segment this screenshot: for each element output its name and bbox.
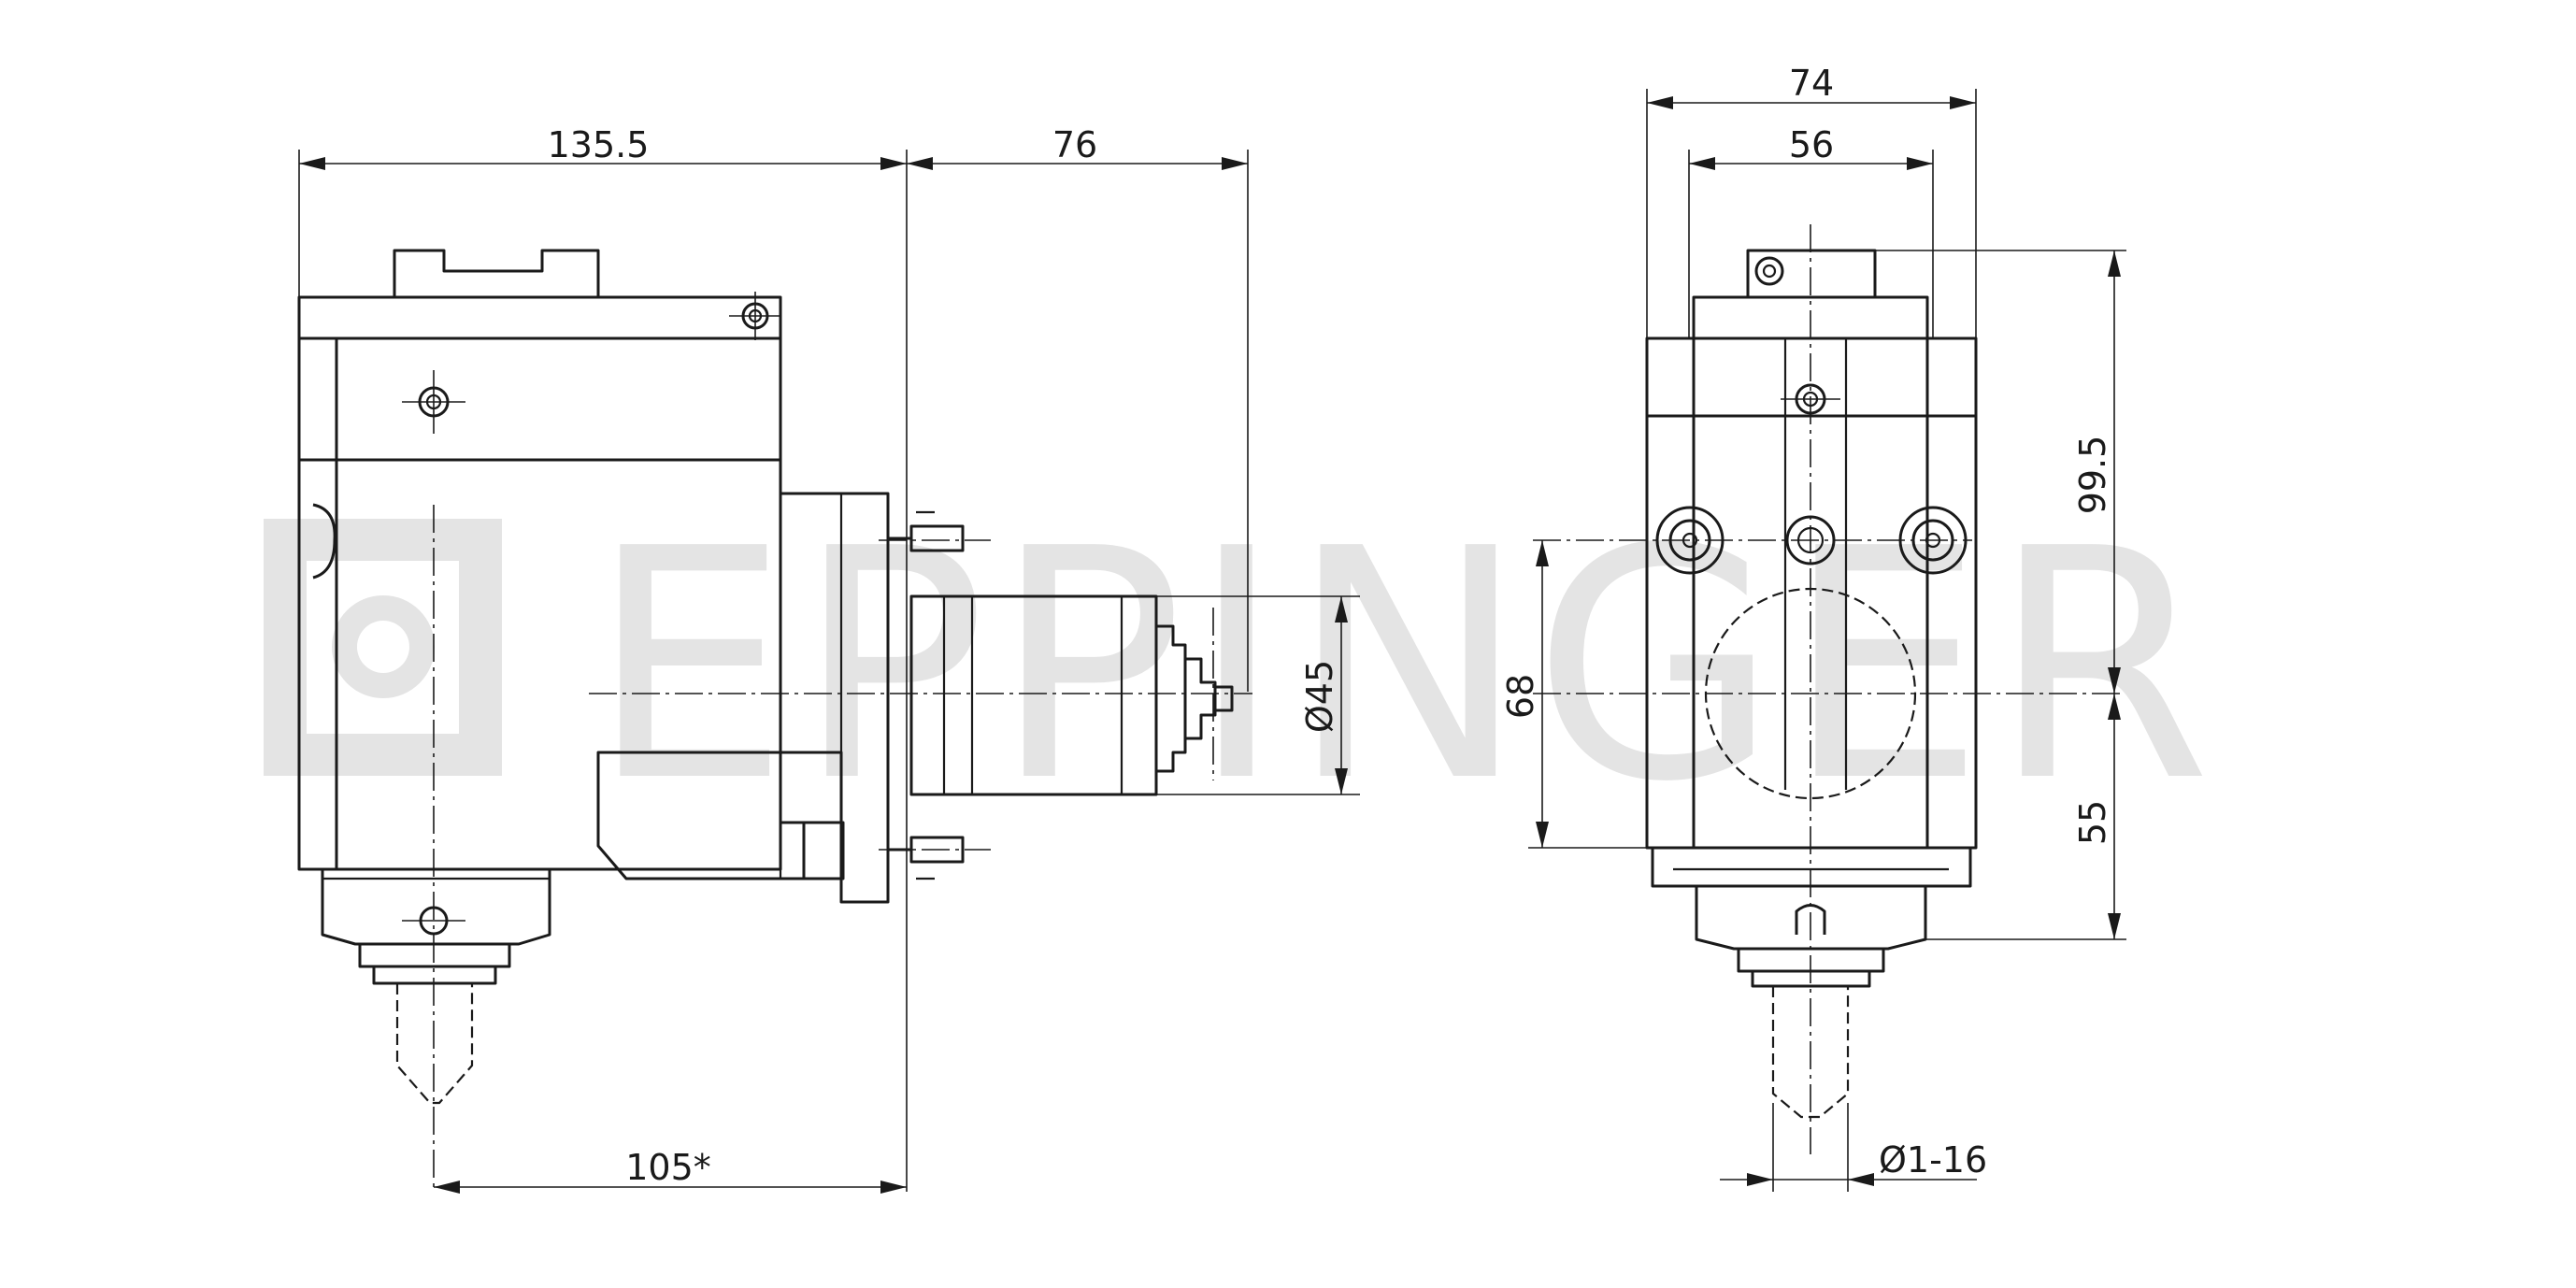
side-angle-block bbox=[596, 751, 843, 880]
side-view: 135.5 76 Ø45 105* bbox=[297, 124, 1360, 1194]
dimension-label: 99.5 bbox=[2072, 436, 2113, 515]
watermark-text: EPPINGER bbox=[589, 481, 2217, 852]
dimension-99-5: 99.5 bbox=[1776, 250, 2126, 694]
front-view: 74 56 99.5 55 bbox=[1500, 63, 2126, 1192]
dimension-55: 55 bbox=[1925, 694, 2126, 940]
dimension-135-5: 135.5 bbox=[298, 124, 908, 1192]
dimension-label: Ø45 bbox=[1299, 660, 1340, 733]
dimension-label: 68 bbox=[1500, 674, 1541, 719]
front-bottom-flange bbox=[1651, 848, 1972, 888]
eppinger-watermark: EPPINGER bbox=[264, 481, 2217, 852]
dimension-56: 56 bbox=[1688, 124, 1934, 338]
dimension-label: 76 bbox=[1052, 124, 1097, 165]
dimension-label: 74 bbox=[1789, 63, 1834, 104]
side-top-key bbox=[393, 249, 600, 297]
screw-icon bbox=[402, 370, 465, 434]
side-lug bbox=[312, 503, 336, 580]
dimension-105: 105* bbox=[434, 1147, 907, 1194]
side-nut bbox=[358, 942, 511, 968]
screw-icon bbox=[1754, 256, 1784, 286]
side-top-cap bbox=[297, 295, 782, 338]
screw-icon bbox=[729, 292, 781, 340]
side-spindle-collar bbox=[1156, 624, 1187, 773]
dimension-label: 56 bbox=[1789, 124, 1834, 165]
dimension-74: 74 bbox=[1646, 63, 1977, 338]
stud-upper bbox=[888, 510, 965, 552]
dimension-76: 76 bbox=[907, 124, 1249, 692]
dimension-label: 55 bbox=[2072, 800, 2113, 845]
dimension-diameter-1-16: Ø1-16 bbox=[1720, 1103, 1987, 1192]
side-tool-outline bbox=[395, 983, 474, 1105]
dimension-label: 135.5 bbox=[548, 124, 650, 165]
front-housing bbox=[1645, 336, 1978, 850]
side-spindle-body bbox=[909, 594, 1158, 796]
dimension-label: 105* bbox=[625, 1147, 711, 1188]
dimension-label: Ø1-16 bbox=[1879, 1139, 1987, 1181]
front-tool-outline bbox=[1771, 986, 1850, 1119]
dimension-diameter-45: Ø45 bbox=[1156, 595, 1360, 795]
dimension-68: 68 bbox=[1500, 540, 1647, 849]
